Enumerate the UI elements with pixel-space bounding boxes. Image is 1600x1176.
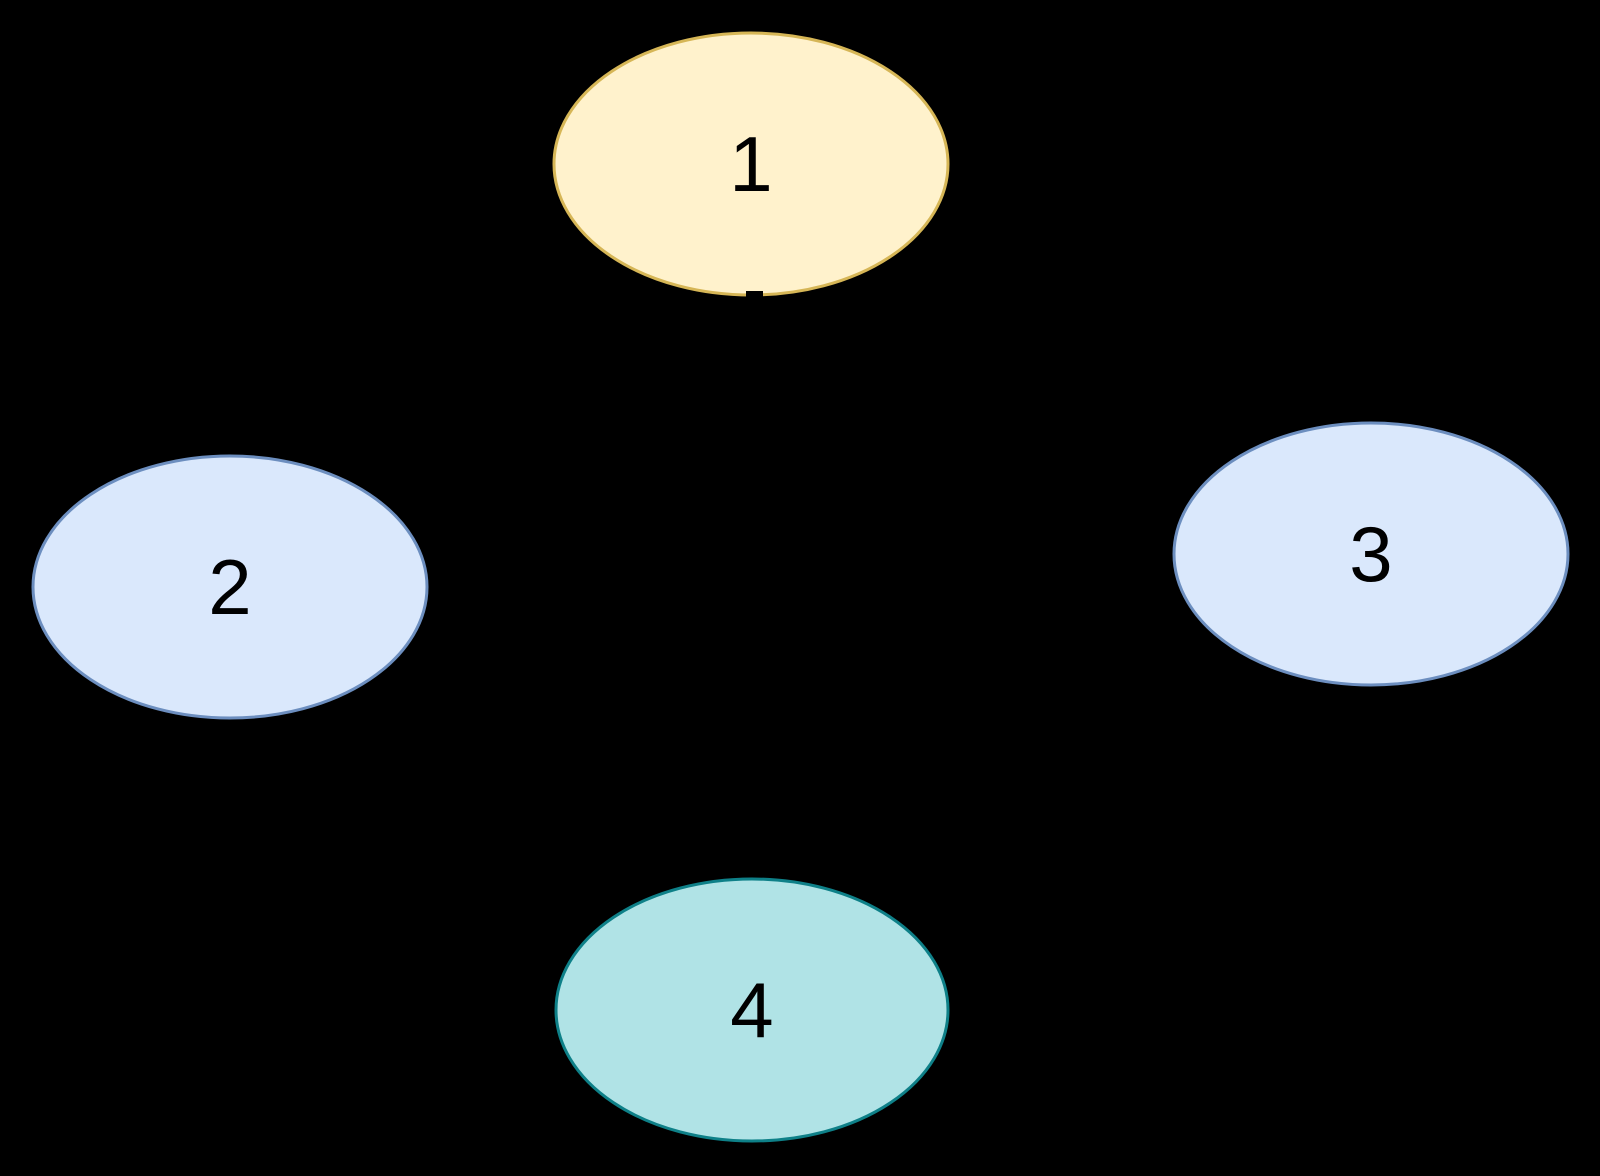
node-3-label: 3 (1349, 510, 1392, 598)
node-2-label: 2 (208, 543, 251, 631)
node-1[interactable]: 1 (552, 31, 950, 297)
node-3[interactable]: 3 (1172, 421, 1570, 687)
node-1-label: 1 (729, 120, 772, 208)
node-3-ellipse[interactable] (1172, 421, 1570, 687)
node-2-ellipse[interactable] (31, 454, 429, 720)
node-4[interactable]: 4 (554, 877, 950, 1143)
connector-gap-mark (746, 291, 763, 299)
node-4-label: 4 (730, 966, 773, 1054)
node-4-ellipse[interactable] (554, 877, 950, 1143)
node-2[interactable]: 2 (31, 454, 429, 720)
